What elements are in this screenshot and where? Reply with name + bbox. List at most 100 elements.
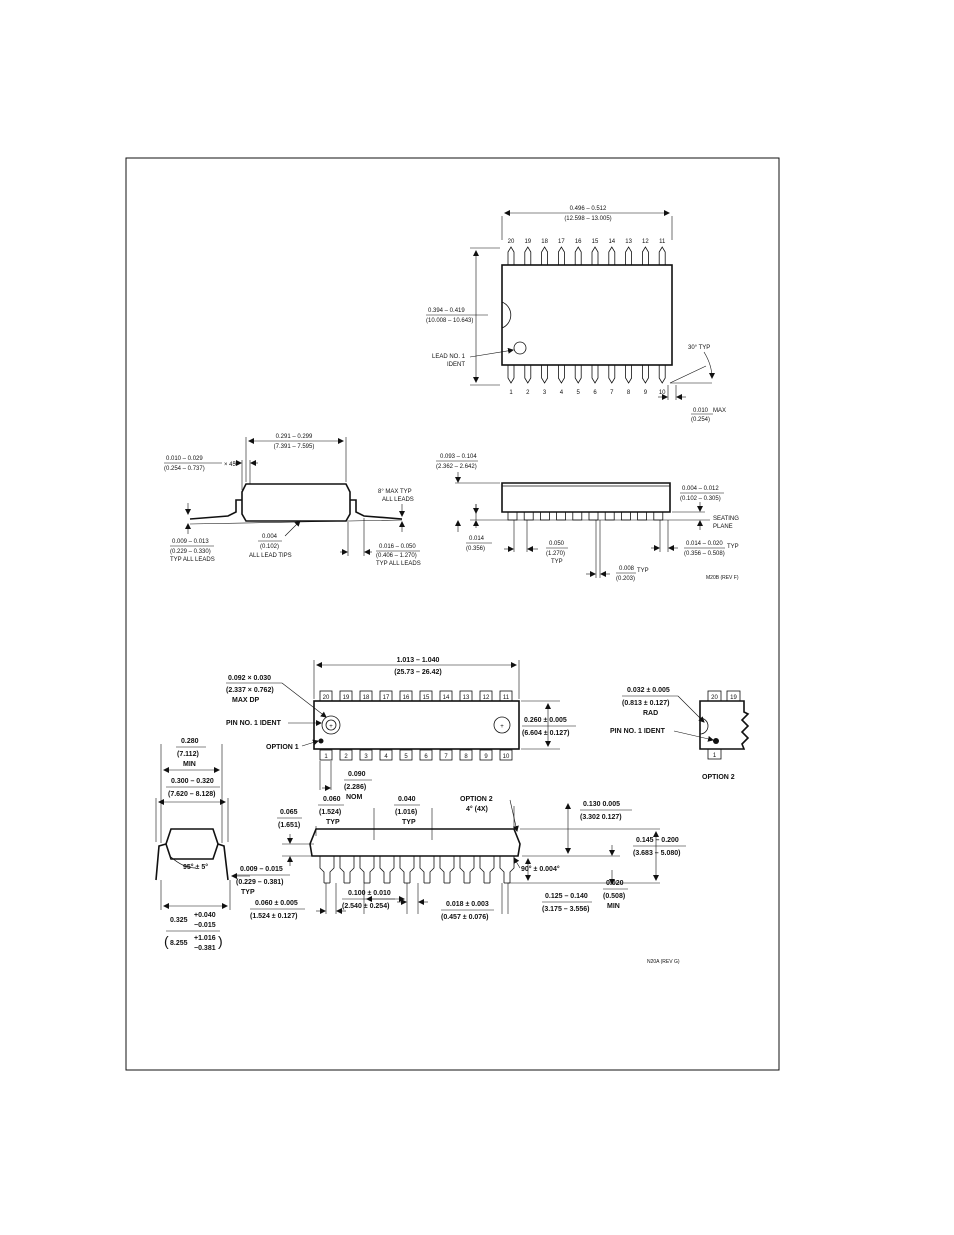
dip-width-in: 0.260 ± 0.005 [524, 717, 567, 724]
dip-c8255-minus: −0.381 [194, 945, 216, 952]
dip-d020-in: 0.020 [606, 880, 624, 887]
dip-angle95: 95° ± 5° [183, 863, 208, 871]
soic-bottom-pin-number: 1 [509, 390, 513, 396]
dip-d145-mm: (3.683 – 5.080) [633, 850, 680, 857]
soic-chamfer-in: 0.010 – 0.029 [166, 456, 203, 462]
dip-bottom-pin [379, 749, 393, 761]
dip-d125-mm: (3.175 – 3.556) [542, 906, 589, 913]
soic-s008-in: 0.008 [619, 566, 635, 572]
dip-d018-in: 0.018 ± 0.003 [446, 901, 489, 908]
soic-foot-label: TYP ALL LEADS [376, 561, 421, 567]
soic-bottom-pin-number: 3 [543, 390, 547, 396]
dip-width-mm: (6.604 ± 0.127) [522, 730, 569, 737]
soic-top-pin-number: 14 [608, 239, 615, 245]
soic-max8-1: 8° MAX TYP [378, 489, 412, 495]
soic-top-lead [608, 246, 616, 265]
dip-dp-label: MAX DP [232, 697, 260, 704]
soic-bottom-pin-number: 9 [644, 390, 648, 396]
dip-bottom-pin [339, 749, 353, 761]
soic-bottom-pin-number: 10 [659, 390, 666, 396]
dip-bottom-pin-number: 4 [384, 754, 388, 760]
svg-text:+: + [329, 724, 333, 730]
opt2-rad-label: RAD [643, 710, 658, 717]
soic-top-pin-number: 18 [541, 239, 548, 245]
dip-d130-in: 0.130 0.005 [583, 801, 620, 808]
soic-bottom-pin-number: 6 [593, 390, 597, 396]
dip-lt-in: 0.009 – 0.015 [240, 866, 283, 873]
dip-d040-mm: (1.016) [395, 809, 417, 816]
dip-opt2-angle-2: 4° (4X) [466, 805, 488, 813]
soic-max8-2: ALL LEADS [382, 497, 414, 503]
dip-side-lead [439, 856, 455, 883]
soic-bottom-pin-number: 2 [526, 390, 530, 396]
dip-top-pin [439, 690, 453, 702]
dip-min280-in: 0.280 [181, 738, 199, 745]
soic-h-mm: (2.362 – 2.642) [436, 464, 477, 470]
dip-end-view: 95° ± 5° 0.280 (7.112) MIN 0.300 – 0.320… [155, 738, 290, 952]
dip-side-leads [319, 856, 515, 884]
dip-lt-mm: (0.229 – 0.381) [236, 879, 283, 886]
soic-top-pin-number: 17 [558, 239, 565, 245]
dip-side-lead [319, 856, 335, 883]
soic-lead-ident-1: LEAD NO. 1 [432, 354, 466, 360]
soic-bottom-lead [558, 365, 565, 384]
dip-bottom-pin-number: 7 [444, 754, 448, 760]
opt2-rad-mm: (0.813 ± 0.127) [622, 700, 669, 707]
dip-d018-mm: (0.457 ± 0.076) [441, 914, 488, 921]
soic-s008-mm: (0.203) [616, 576, 635, 582]
dip-min280-mm: (7.112) [177, 751, 199, 758]
soic-pitch-label: TYP [551, 559, 563, 565]
soic-top-lead [591, 246, 599, 265]
soic-top-pin-number: 19 [524, 239, 531, 245]
dip-row-in: 0.300 – 0.320 [171, 778, 214, 785]
dip-bottom-pin-number: 2 [344, 754, 348, 760]
soic-bottom-lead [541, 365, 548, 384]
dip-length-in: 1.013 – 1.040 [397, 657, 440, 664]
opt2-pin-19: 19 [730, 695, 737, 701]
soic-side-lead [604, 511, 615, 521]
svg-text:): ) [218, 933, 223, 949]
soic-tips-in: 0.004 [262, 534, 278, 540]
soic-seating-2: PLANE [713, 524, 733, 530]
dip-d90: 90° ± 0.004° [521, 865, 560, 873]
soic-side-lead [507, 511, 518, 521]
dip-opt2-angle-1: OPTION 2 [460, 796, 493, 803]
dip-d100-mm: (2.540 ± 0.254) [342, 903, 389, 910]
dip-d100-in: 0.100 ± 0.010 [348, 890, 391, 897]
dip-top-pin [359, 690, 373, 702]
dip-side-lead [379, 856, 395, 883]
soic-bottom-pin-number: 7 [610, 390, 614, 396]
soic-side-lead [523, 511, 534, 521]
soic-top-pin-number: 13 [625, 239, 632, 245]
dip-dp-mm: (2.337 × 0.762) [226, 687, 274, 694]
dip-d145-in: 0.145 – 0.200 [636, 837, 679, 844]
soic-body [501, 264, 673, 366]
soic-width-mm: (10.008 – 10.643) [426, 318, 473, 324]
soic-side-leads [507, 511, 664, 521]
soic-stand-mm: (0.102 – 0.305) [680, 496, 721, 502]
soic-top-lead [558, 246, 565, 265]
dip-top-pin-number: 11 [503, 695, 510, 701]
dip-d065-mm: (1.651) [278, 822, 300, 829]
dip-lt-label: TYP [241, 889, 255, 896]
soic-tips-mm: (0.102) [260, 544, 279, 550]
dip-bottom-pin-number: 9 [484, 754, 488, 760]
dip-option1: OPTION 1 [266, 744, 299, 751]
soic-bottom-pin-number: 8 [627, 390, 631, 396]
dip-top-pin-number: 15 [423, 695, 430, 701]
dip-d060-mm: (1.524) [319, 809, 341, 816]
soic-width-in: 0.394 – 0.419 [428, 308, 465, 314]
soic-pitch-in: 0.050 [549, 541, 565, 547]
dip-pin1-circle [321, 715, 341, 735]
opt2-label: OPTION 2 [702, 774, 735, 781]
soic-seating-1: SEATING [713, 516, 739, 522]
soic-pitch-mm: (1.270) [546, 551, 565, 557]
dip-side-lead [419, 856, 435, 883]
soic-side-w-in: 0.291 – 0.299 [276, 434, 313, 440]
opt2-pin1: PIN NO. 1 IDENT [610, 728, 666, 735]
